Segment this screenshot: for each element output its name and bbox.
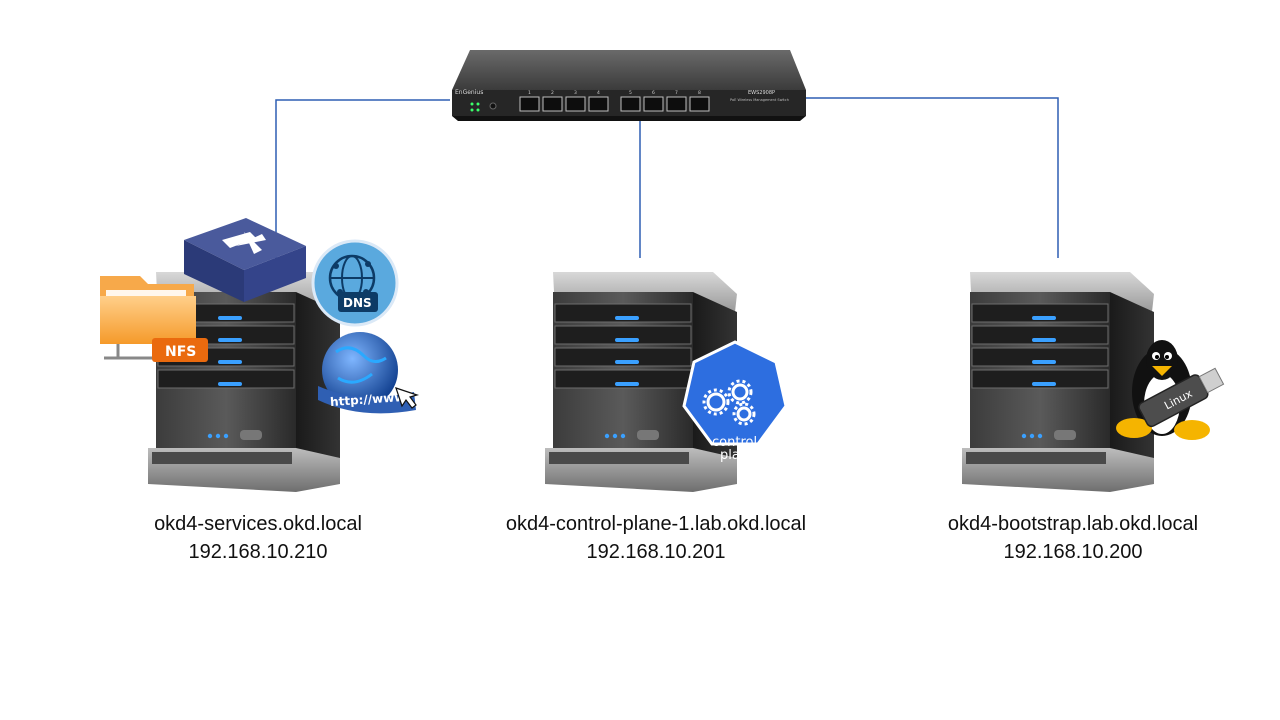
nfs-badge-label: NFS [165,344,196,360]
server-ip: 192.168.10.201 [586,541,726,563]
server-control-plane-label: okd4-control-plane-1.lab.okd.local 192.1… [456,510,856,566]
svg-text:1: 1 [528,90,531,96]
web-badge-label: http://www. [330,390,410,409]
nfs-folder-icon: NFS [100,276,208,362]
web-globe-icon: http://www. [318,332,420,414]
server-hostname: okd4-services.okd.local [154,513,362,535]
server-ip: 192.168.10.200 [1003,541,1143,563]
dns-badge-label: DNS [343,296,372,310]
server-bootstrap [962,271,1155,492]
svg-text:6: 6 [652,90,655,96]
svg-text:3: 3 [574,90,577,96]
link-bootstrap [796,97,1059,258]
dns-globe-icon: DNS [311,239,399,327]
network-links [275,97,1059,262]
control-plane-line2: plane [720,448,756,463]
svg-text:5: 5 [629,90,632,96]
switch-ports [519,96,710,112]
switch-subtitle: PoE Wireless Management Switch [730,98,789,102]
server-hostname: okd4-control-plane-1.lab.okd.local [505,513,807,535]
svg-text:8: 8 [698,90,701,96]
server-bootstrap-label: okd4-bootstrap.lab.okd.local 192.168.10.… [898,510,1248,566]
switch-port-numbers: 1 2 3 4 5 6 7 8 [528,90,701,96]
control-plane-line1: control [712,435,757,450]
server-services-label: okd4-services.okd.local 192.168.10.210 [108,510,408,566]
server-ip: 192.168.10.210 [188,541,328,563]
svg-text:4: 4 [597,90,600,96]
server-hostname: okd4-bootstrap.lab.okd.local [947,513,1199,535]
switch-model: EWS2908P [748,90,775,96]
switch-brand: EnGenius [455,89,483,96]
svg-text:7: 7 [675,90,678,96]
control-plane-icon: control plane [682,340,788,463]
svg-text:2: 2 [551,90,554,96]
link-services [275,99,450,262]
network-switch: EnGenius EWS2908P PoE Wireless Managemen… [452,50,806,121]
router-icon [184,218,306,302]
usb-drive-icon: Linux [1138,367,1225,428]
